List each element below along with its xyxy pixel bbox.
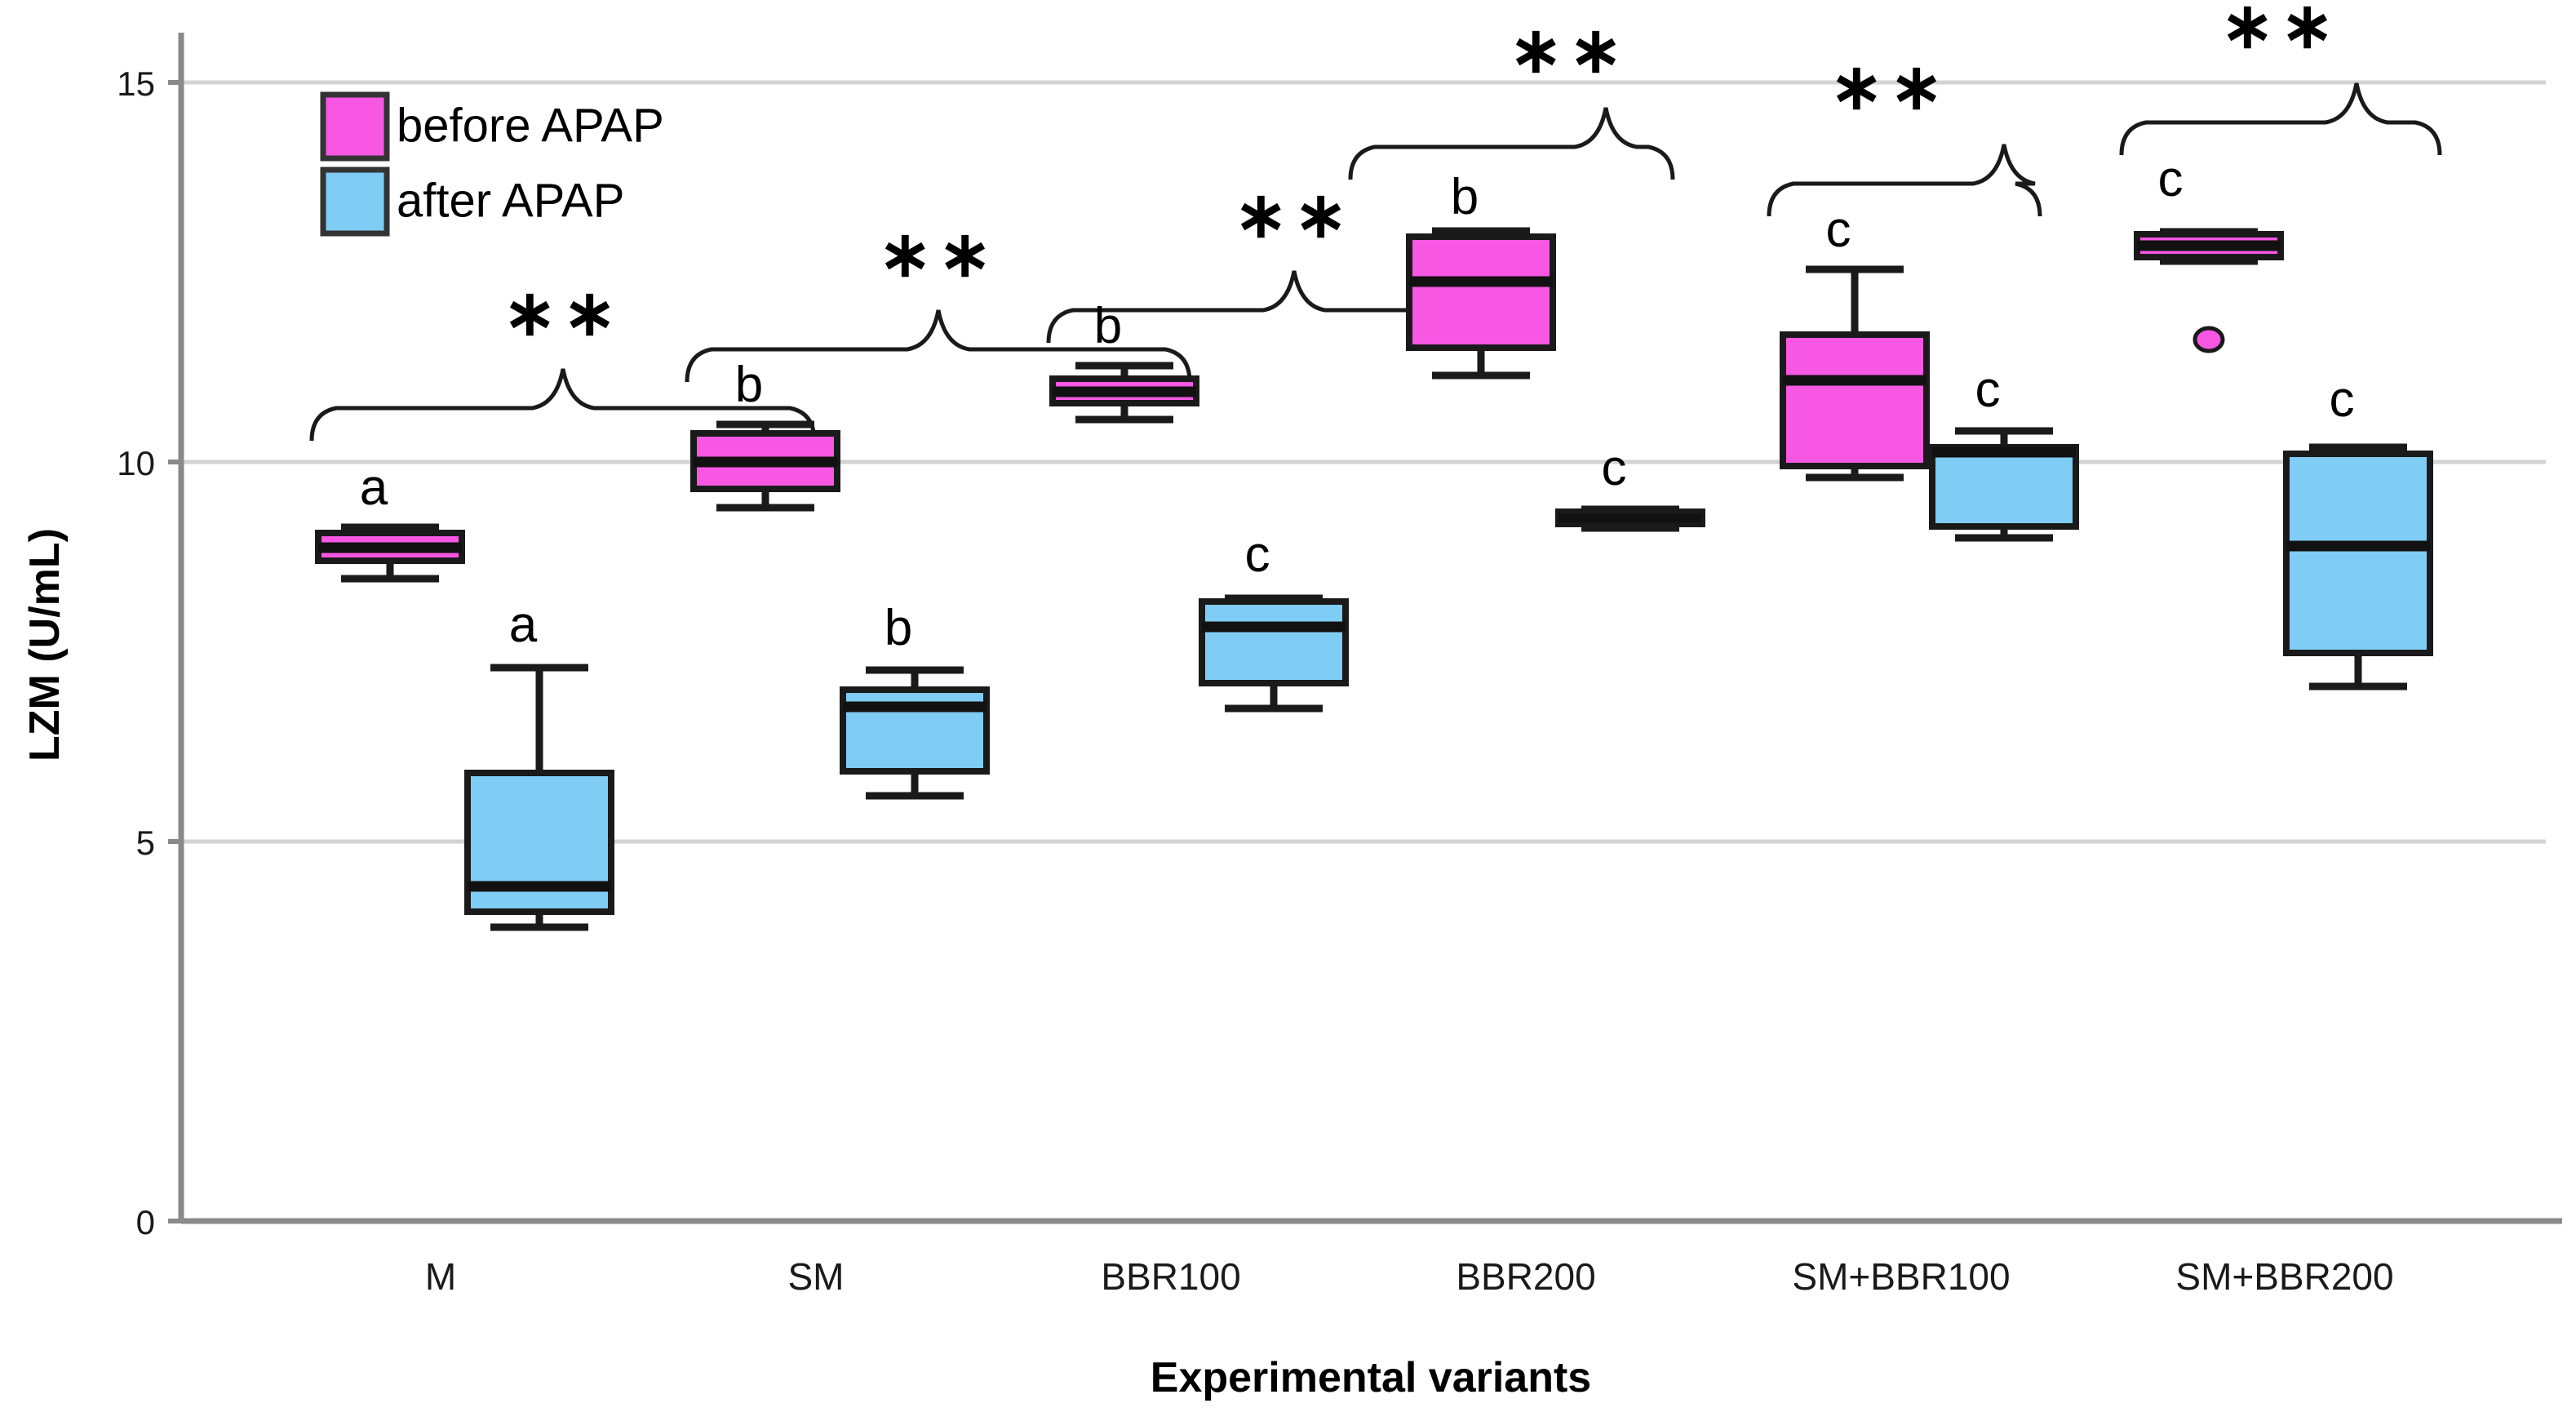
legend-swatch-before [320,91,390,162]
x-tick-label-bbr100: BBR100 [1101,1255,1240,1298]
group-letter-bbr100-after: c [1245,526,1270,583]
box-smbbr200-before [2134,228,2284,353]
significance-stars-bbr100: ∗∗ [1235,179,1355,251]
y-tick-10: 10 [117,444,155,482]
box-smbbr100-before [1780,265,1930,482]
x-tick-label-smbbr200: SM+BBR200 [2175,1255,2393,1298]
legend-swatch-after [320,167,390,237]
significance-stars-bbr200: ∗∗ [1510,14,1629,86]
y-tick-0: 0 [136,1203,155,1241]
group-letter-sm-after: b [885,600,912,656]
x-axis-title: Experimental variants [1151,1354,1591,1401]
legend-label-before: before APAP [397,99,664,152]
axis-lines [168,33,2562,1224]
group-letter-sm-before: b [735,357,763,413]
box-sm-before [690,420,840,512]
boxgroup-bbr200: ∗∗ b c [1348,14,1705,532]
x-tick-label-m: M [425,1255,456,1298]
box-bbr200-before [1406,227,1556,380]
y-tick-5: 5 [136,824,155,862]
significance-stars-sm: ∗∗ [879,218,999,290]
group-letter-smbbr100-before: c [1826,202,1851,258]
boxgroup-bbr100: ∗∗ b c [1046,179,1545,713]
box-bbr100-before [1049,362,1199,424]
group-letter-smbbr200-before: c [2158,151,2184,207]
significance-bracket-smbbr100 [1767,144,2042,217]
significance-bracket-bbr200 [1348,107,1675,180]
box-smbbr200-after [2283,443,2433,691]
y-tick-15: 15 [117,64,155,103]
boxgroup-smbbr200: ∗∗ c c [2119,0,2442,691]
group-letter-bbr100-before: b [1094,298,1122,354]
significance-bracket-sm [685,309,1192,383]
legend: before APAP after APAP [320,91,664,237]
box-bbr200-after [1555,505,1705,532]
boxgroup-sm: ∗∗ b b [685,218,1192,800]
box-m-after [464,664,614,931]
significance-stars-smbbr100: ∗∗ [1830,51,1950,122]
outlier-point-smbbr200-before [2192,326,2225,353]
group-letter-smbbr200-after: c [2330,371,2355,428]
group-letter-smbbr100-after: c [1975,362,2001,418]
group-letter-m-after: a [509,597,538,653]
legend-label-after: after APAP [397,174,624,227]
group-letter-bbr200-before: b [1451,169,1479,225]
box-sm-after [840,666,990,800]
x-tick-label-bbr200: BBR200 [1456,1255,1595,1298]
group-letter-bbr200-after: c [1602,440,1627,496]
significance-bracket-m [309,368,817,442]
significance-stars-m: ∗∗ [503,277,623,349]
group-letter-m-before: a [360,460,388,516]
box-smbbr100-after [1929,427,2079,542]
boxgroup-m: ∗∗ a a [309,277,817,931]
y-axis-title: LZM (U/mL) [21,528,69,762]
significance-stars-smbbr200: ∗∗ [2221,0,2341,61]
box-m-before [315,523,465,583]
significance-bracket-smbbr200 [2119,82,2442,156]
x-tick-label-smbbr100: SM+BBR100 [1792,1255,2010,1298]
x-tick-label-sm: SM [788,1255,845,1298]
box-bbr100-after [1199,594,1349,713]
boxgroup-smbbr100: ∗∗ c c [1767,51,2079,542]
